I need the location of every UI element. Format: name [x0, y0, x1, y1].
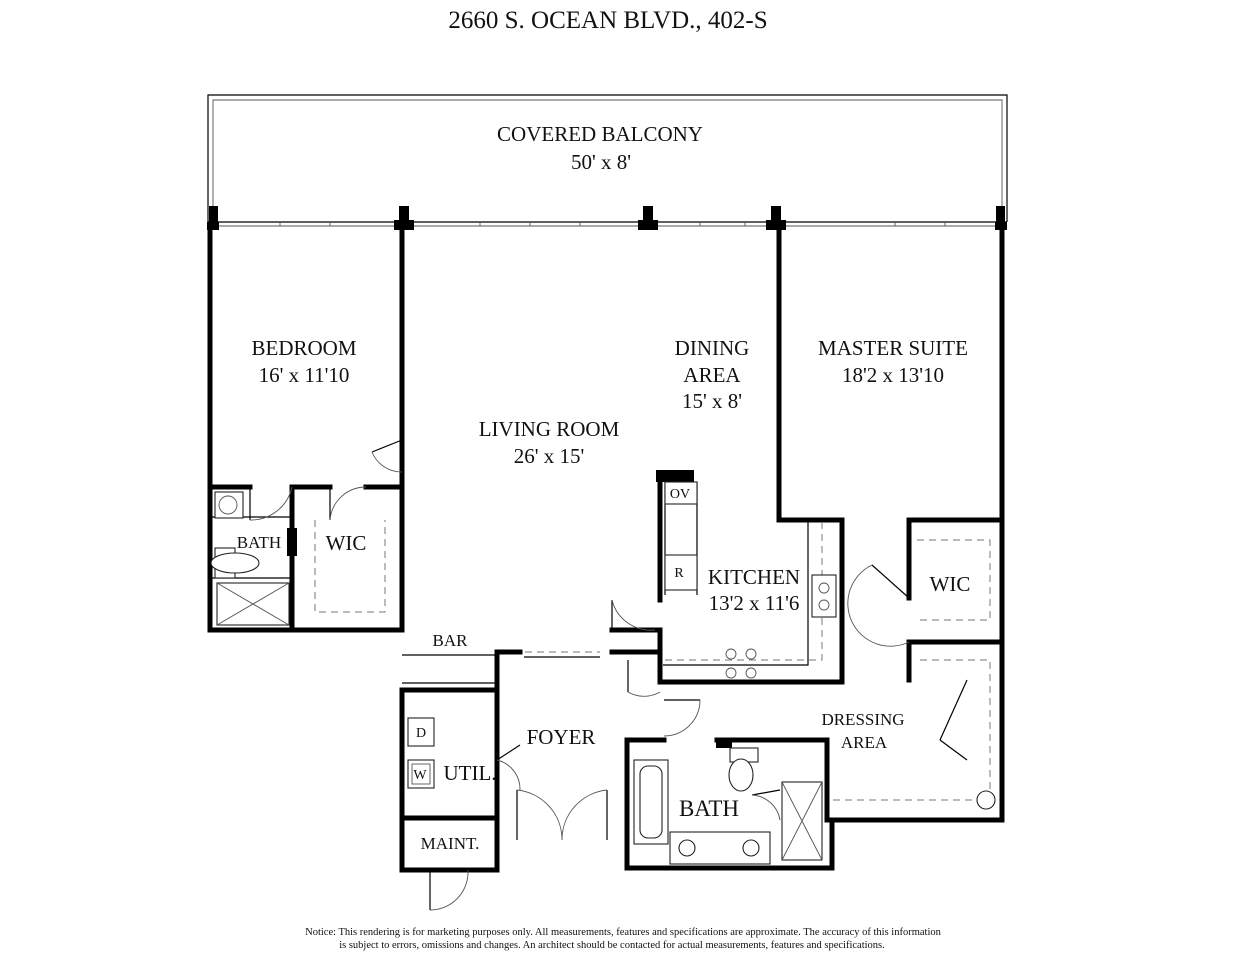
balcony: [207, 94, 1008, 227]
room-labels: COVERED BALCONY 50' x 8' BEDROOM 16' x 1…: [237, 122, 971, 853]
living-room-size: 26' x 15': [514, 444, 585, 468]
wic-right-label: WIC: [930, 572, 971, 596]
master-suite-size: 18'2 x 13'10: [842, 363, 944, 387]
dining-size: 15' x 8': [682, 389, 742, 413]
master-suite-name: MASTER SUITE: [818, 336, 968, 360]
dining-name-1: DINING: [675, 336, 750, 360]
refrigerator-label: R: [674, 566, 684, 581]
bedroom-size: 16' x 11'10: [259, 363, 350, 387]
util-label: UTIL.: [443, 761, 496, 785]
foyer-label: FOYER: [527, 725, 596, 749]
bath-main-label: BATH: [679, 796, 739, 821]
dressing-label-2: AREA: [841, 733, 888, 752]
kitchen-counters: [663, 481, 837, 679]
walls: [207, 223, 1005, 873]
dryer-label: D: [416, 726, 426, 741]
kitchen-name: KITCHEN: [708, 565, 800, 589]
maint-label: MAINT.: [421, 834, 480, 853]
washer-label: W: [413, 768, 427, 783]
balcony-name: COVERED BALCONY: [497, 122, 703, 146]
bath-left-label: BATH: [237, 533, 281, 552]
doors: [249, 439, 968, 911]
bedroom-name: BEDROOM: [251, 336, 356, 360]
notice-line-2: is subject to errors, omissions and chan…: [339, 940, 885, 951]
dining-name-2: AREA: [683, 363, 741, 387]
living-room-name: LIVING ROOM: [479, 417, 620, 441]
wic-left-label: WIC: [326, 531, 367, 555]
oven-label: OV: [670, 487, 690, 502]
plan-title: 2660 S. OCEAN BLVD., 402-S: [448, 7, 767, 34]
kitchen-size: 13'2 x 11'6: [709, 591, 800, 615]
balcony-size: 50' x 8': [571, 150, 631, 174]
notice-line-1: Notice: This rendering is for marketing …: [305, 927, 941, 938]
closet-outlines: [314, 520, 991, 801]
dressing-label-1: DRESSING: [821, 710, 904, 729]
bath-fixtures: [210, 491, 996, 865]
laundry: [407, 717, 435, 789]
bar-label: BAR: [433, 631, 469, 650]
